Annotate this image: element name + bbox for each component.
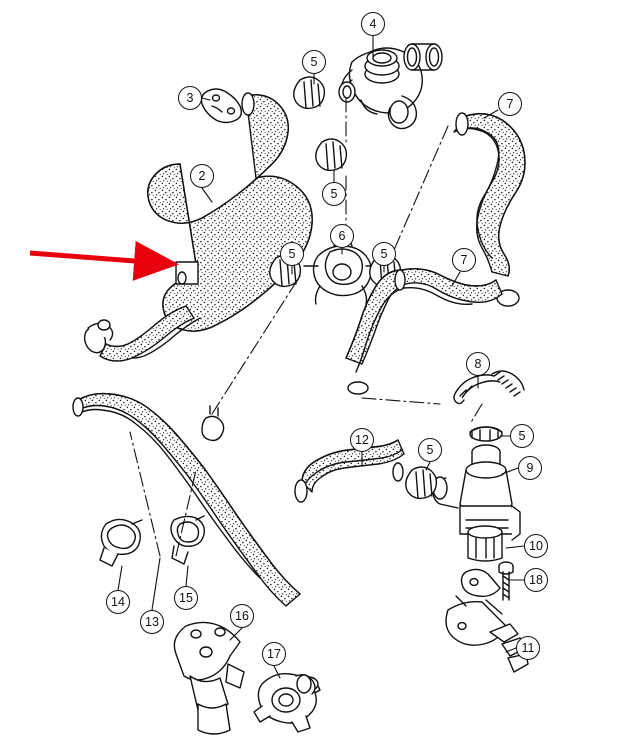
part-16-lower-mounting-bracket <box>173 621 245 735</box>
callout-12[interactable]: 12 <box>350 428 374 452</box>
part-rings-top-right <box>403 43 443 71</box>
callout-10[interactable]: 10 <box>524 534 548 558</box>
part-12-short-coolant-hose <box>294 439 405 503</box>
callout-5-c[interactable]: 5 <box>280 242 304 266</box>
part-3-hose-flange-bracket <box>200 88 243 124</box>
part-18-mounting-bolt <box>498 561 514 601</box>
callout-5-d[interactable]: 5 <box>372 242 396 266</box>
part-8-hose-clip-spring <box>453 370 525 405</box>
callout-14[interactable]: 14 <box>106 590 130 614</box>
callout-18[interactable]: 18 <box>524 568 548 592</box>
part-10-pump-rubber-mount <box>467 525 503 562</box>
part-5-clamp-upper-a <box>293 76 326 110</box>
callout-7-b[interactable]: 7 <box>452 248 476 272</box>
callout-5-a[interactable]: 5 <box>302 50 326 74</box>
part-11-pump-mounting-bracket <box>445 568 529 673</box>
part-17-coolant-shut-off-valve <box>253 673 317 733</box>
callout-4[interactable]: 4 <box>361 12 385 36</box>
part-4-coolant-connection-housing <box>338 47 423 130</box>
red-pointer-arrow <box>29 241 179 281</box>
callout-15[interactable]: 15 <box>174 586 198 610</box>
callout-3[interactable]: 3 <box>178 86 202 110</box>
callout-17[interactable]: 17 <box>262 642 286 666</box>
callout-11[interactable]: 11 <box>516 636 540 660</box>
part-2-long-upper-coolant-hose <box>83 92 313 362</box>
callout-5-e[interactable]: 5 <box>510 424 534 448</box>
hose-end-fitting-highlight <box>175 261 199 285</box>
part-14-hose-retaining-clip-large <box>99 518 143 567</box>
part-7-right-upper-coolant-hose <box>453 112 526 307</box>
callout-9[interactable]: 9 <box>518 456 542 480</box>
callout-5-f[interactable]: 5 <box>418 438 442 462</box>
part-9-auxiliary-water-pump <box>432 444 521 541</box>
part-7-right-lower-coolant-hose <box>345 268 503 395</box>
callout-5-b[interactable]: 5 <box>322 182 346 206</box>
callout-leader-lines <box>117 35 525 679</box>
callout-8[interactable]: 8 <box>466 352 490 376</box>
part-5-clamp-short-hose <box>405 466 438 500</box>
part-5-clamp-pump-top <box>469 426 503 442</box>
callout-13[interactable]: 13 <box>140 610 164 634</box>
callout-2[interactable]: 2 <box>190 164 214 188</box>
callout-16[interactable]: 16 <box>230 604 254 628</box>
part-15-hose-retaining-clip-small <box>170 515 206 565</box>
callout-7-a[interactable]: 7 <box>498 92 522 116</box>
callout-6[interactable]: 6 <box>330 224 354 248</box>
part-5-clamp-upper-b <box>315 138 348 172</box>
